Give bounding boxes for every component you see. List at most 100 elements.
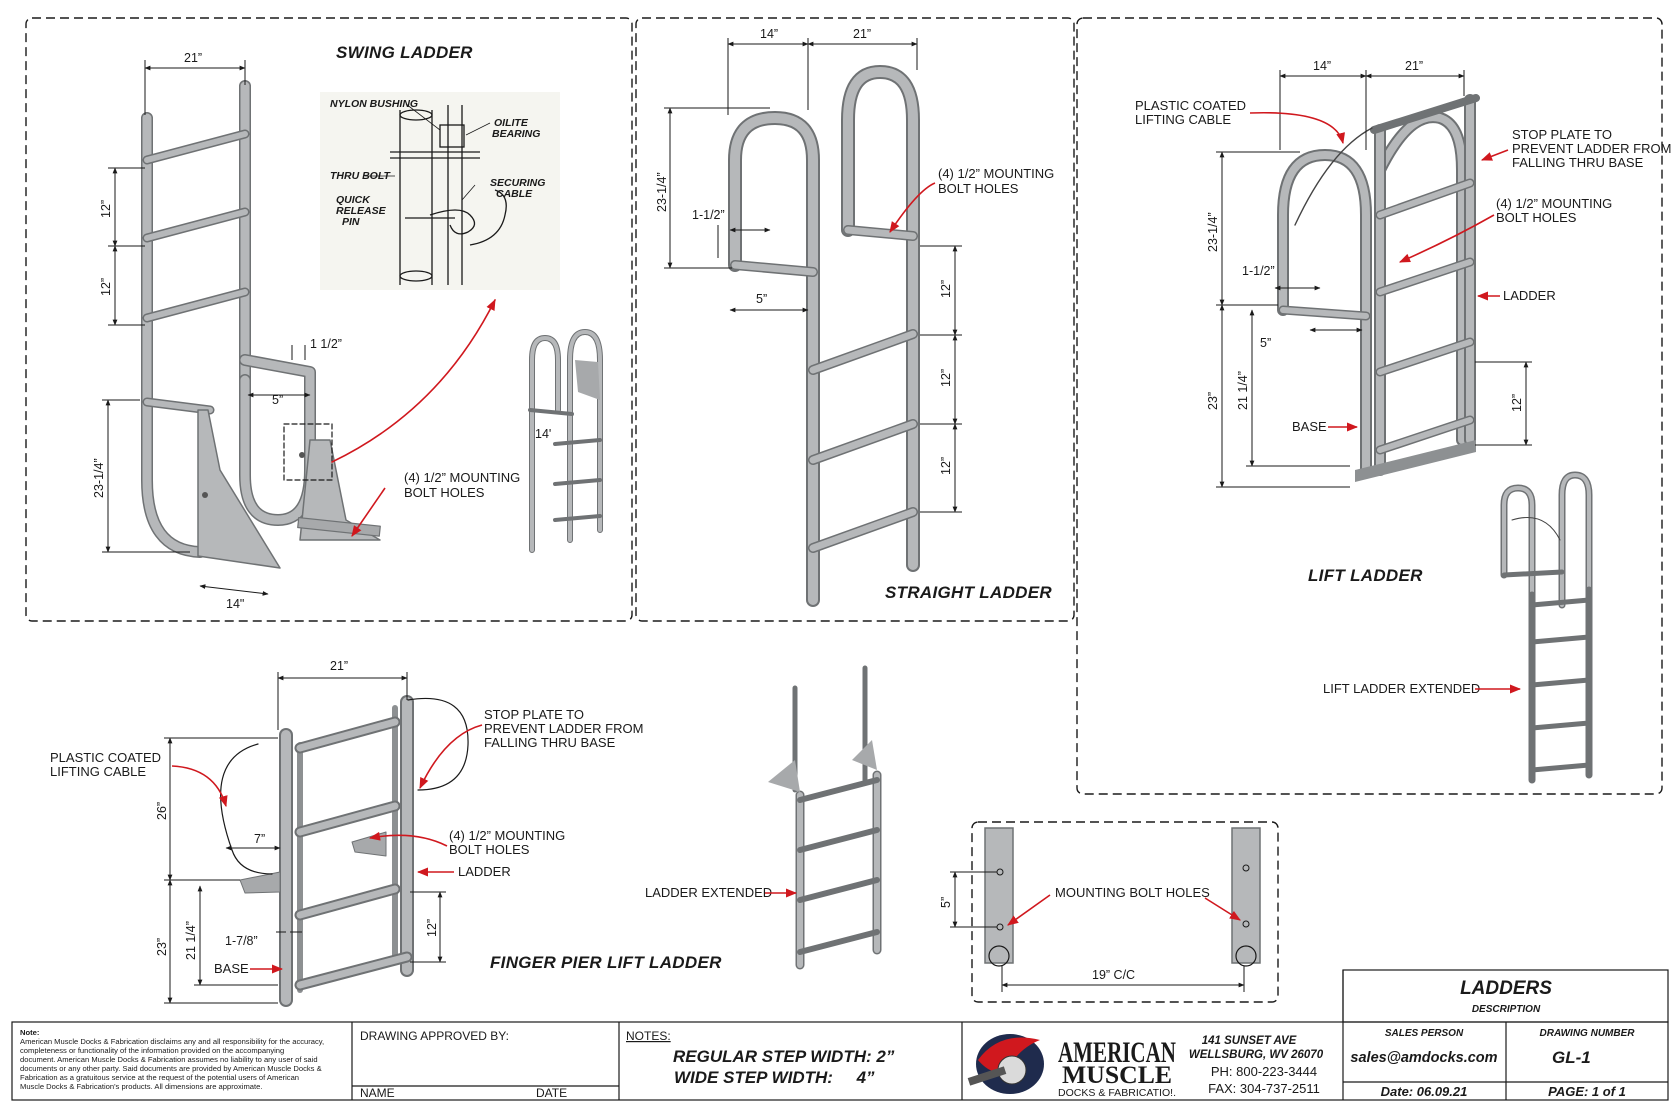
swing-mounting-label-2: BOLT HOLES	[404, 485, 485, 500]
sketch-securing-1: SECURING	[490, 177, 545, 189]
dim-14: 14"	[226, 597, 244, 611]
swing-ladder-title: SWING LADDER	[336, 43, 473, 62]
lift-ladder-title: LIFT LADDER	[1308, 566, 1423, 585]
finger-mounting-1: (4) 1/2” MOUNTING	[449, 828, 565, 843]
finger-stop-2: PREVENT LADDER FROM	[484, 721, 643, 736]
note-line-5: Fabrication as a gratuitous service at t…	[20, 1073, 299, 1082]
finger-ladder-label: LADDER	[458, 864, 511, 879]
dim-21: 21”	[184, 51, 202, 65]
date-label: DATE	[536, 1086, 567, 1100]
drawing-number-label: DRAWING NUMBER	[1540, 1028, 1636, 1039]
wide-step-width: WIDE STEP WIDTH: 4”	[674, 1068, 875, 1087]
finger-pier-ladder-drawing	[220, 695, 469, 1007]
swing-mounting-arrow	[351, 487, 386, 537]
approved-by-label: DRAWING APPROVED BY:	[360, 1029, 509, 1043]
straight-dim-12-a: 12”	[939, 280, 953, 298]
sketch-oilite-2: BEARING	[492, 128, 540, 140]
note-head: Note:	[20, 1028, 39, 1037]
finger-dim-21: 21”	[330, 659, 348, 673]
note-line-3: document. American Muscle Docks & Fabric…	[20, 1055, 318, 1064]
lift-stop-1: STOP PLATE TO	[1512, 127, 1612, 142]
notes-label: NOTES:	[626, 1029, 671, 1043]
lift-base-label: BASE	[1292, 419, 1327, 434]
dim-23-quarter: 23-1/4”	[92, 458, 106, 498]
logo-docks: DOCKS & FABRICATIO!.	[1058, 1088, 1176, 1099]
lift-plastic-2: LIFTING CABLE	[1135, 112, 1231, 127]
finger-pier-title: FINGER PIER LIFT LADDER	[490, 953, 722, 972]
date-value: Date: 06.09.21	[1381, 1084, 1468, 1099]
bolt-dim-19cc: 19” C/C	[1092, 968, 1135, 982]
straight-ladder-title: STRAIGHT LADDER	[885, 583, 1052, 602]
note-line-6: Muscle Docks & Fabrication's products. A…	[20, 1082, 262, 1091]
finger-stop-3: FALLING THRU BASE	[484, 735, 616, 750]
straight-dim-21: 21”	[853, 27, 871, 41]
sketch-nylon-bushing: NYLON BUSHING	[330, 98, 418, 110]
straight-mounting-arrow	[889, 182, 936, 233]
bolt-hole-detail: 5” 19” C/C MOUNTING BOLT HOLES	[939, 827, 1261, 992]
drawing-title: LADDERS	[1460, 978, 1552, 999]
finger-dim-12: 12”	[425, 919, 439, 937]
bolt-dim-5: 5”	[939, 897, 953, 908]
swing-ladder-dimensions	[102, 60, 311, 596]
regular-step-width: REGULAR STEP WIDTH: 2”	[673, 1047, 895, 1066]
finger-dim-23: 23”	[155, 938, 169, 956]
ladder-extended-label: LADDER EXTENDED	[645, 885, 772, 900]
lift-plastic-1: PLASTIC COATED	[1135, 98, 1246, 113]
lift-dim-21q: 21 1/4”	[1236, 371, 1250, 410]
finger-pier-labels: 21” 26” 23” 21 1/4” 7” 1-7/8” 12” PLASTI…	[50, 659, 722, 976]
swing-mounting-label-1: (4) 1/2” MOUNTING	[404, 470, 520, 485]
note-line-1: American Muscle Docks & Fabrication disc…	[20, 1037, 324, 1046]
finger-pier-dimensions	[164, 672, 446, 1004]
address-line-1: 141 SUNSET AVE	[1202, 1035, 1297, 1047]
lift-dim-1-1-2: 1-1/2”	[1242, 264, 1275, 278]
finger-base-label: BASE	[214, 961, 249, 976]
straight-dim-5: 5”	[756, 292, 767, 306]
straight-ladder-dimensions	[664, 38, 962, 513]
lift-ladder-labels: 14” 21” 23-1/4” 23” 21 1/4” 12” 1-1/2” 5…	[1135, 59, 1671, 696]
straight-mounting-label-2: BOLT HOLES	[938, 181, 1019, 196]
dim-12-b: 12”	[99, 278, 113, 296]
sketch-securing-2: CABLE	[496, 188, 533, 200]
straight-ladder-drawing	[728, 65, 920, 607]
dim-12-a: 12”	[99, 200, 113, 218]
dim-1-half: 1 1/2”	[310, 337, 342, 351]
swing-hinge-sketch: NYLON BUSHING OILITE BEARING THRU BOLT S…	[320, 92, 560, 290]
title-block-text: Note: American Muscle Docks & Fabricatio…	[20, 978, 1635, 1100]
sales-person: sales@amdocks.com	[1350, 1050, 1497, 1066]
sales-person-label: SALES PERSON	[1385, 1028, 1464, 1039]
address-line-2: WELLSBURG, WV 26070	[1189, 1049, 1324, 1061]
logo-american: AMERICAN	[1058, 1036, 1176, 1069]
finger-dim-1-7-8: 1-7/8”	[225, 934, 258, 948]
sketch-oilite-1: OILITE	[494, 117, 529, 129]
lift-dim-12: 12”	[1510, 394, 1524, 412]
fax: FAX: 304-737-2511	[1208, 1081, 1320, 1096]
american-muscle-logo: AMERICAN MUSCLE DOCKS & FABRICATIO!.	[967, 1034, 1176, 1099]
bolt-hole-detail-frame	[971, 821, 1279, 1003]
lift-stop-2: PREVENT LADDER FROM	[1512, 141, 1671, 156]
lift-mounting-2: BOLT HOLES	[1496, 210, 1577, 225]
title-block	[11, 969, 1669, 1101]
lift-ladder-drawing	[1277, 94, 1480, 482]
page-number: PAGE: 1 of 1	[1548, 1084, 1626, 1099]
finger-stop-1: STOP PLATE TO	[484, 707, 584, 722]
straight-ladder-frame	[635, 17, 1075, 622]
straight-dim-12-b: 12”	[939, 369, 953, 387]
sketch-quick-2: RELEASE	[336, 205, 387, 217]
ladder-extended-drawing	[768, 665, 882, 970]
straight-dim-23q: 23-1/4”	[655, 172, 669, 212]
note-line-2: completeness or functionality of the inf…	[20, 1046, 284, 1055]
lift-ladder-label: LADDER	[1503, 288, 1556, 303]
swing-ladder-frame	[25, 17, 633, 622]
swing-ladder-drawing	[141, 80, 496, 569]
name-label: NAME	[360, 1086, 395, 1100]
lift-ladder-frame	[1076, 17, 1663, 795]
dim-5: 5”	[272, 393, 283, 407]
straight-dim-14: 14”	[760, 27, 778, 41]
note-line-4: documents or any other party. Said docum…	[20, 1064, 322, 1073]
swing-ladder-labels: SWING LADDER 21” 12” 12” 23-1/4” 14" 5” …	[92, 43, 520, 611]
lift-dim-23: 23”	[1206, 392, 1220, 410]
lift-ladder-dimensions	[1216, 70, 1532, 488]
finger-mounting-2: BOLT HOLES	[449, 842, 530, 857]
lift-mounting-1: (4) 1/2” MOUNTING	[1496, 196, 1612, 211]
